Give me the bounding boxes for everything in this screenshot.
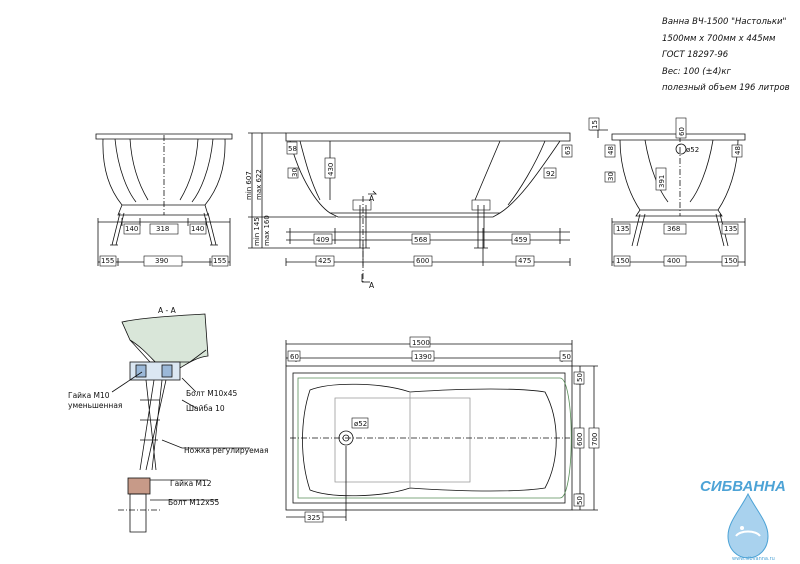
- label-washer: Шайба 10: [186, 404, 225, 413]
- dim-plan-50b: 50: [576, 496, 584, 505]
- dim-side-145: min 145: [253, 217, 261, 246]
- dim-side-58: 58: [288, 145, 297, 153]
- dim-side-568: 568: [414, 236, 427, 244]
- dim-side-92: 92: [546, 170, 555, 178]
- dim-end-52: ø52: [686, 146, 699, 154]
- dim-end-30: 30: [607, 172, 615, 181]
- label-bolt-m10: Болт М10х45: [186, 389, 238, 398]
- dim-plan-1390: 1390: [414, 353, 432, 361]
- dim-end-400: 400: [667, 257, 680, 265]
- dim-end-368: 368: [667, 225, 680, 233]
- dim-front-140b: 140: [191, 225, 204, 233]
- section-mark-bottom: A: [369, 281, 375, 290]
- dim-front-140a: 140: [125, 225, 138, 233]
- dim-end-48b: 48: [734, 146, 742, 155]
- logo-url: www.sibvanna.ru: [732, 556, 775, 562]
- dim-end-15: 15: [591, 120, 599, 129]
- label-leg: Ножка регулируемая: [184, 446, 269, 455]
- dim-front-155b: 155: [213, 257, 226, 265]
- dim-plan-1500: 1500: [412, 339, 430, 347]
- front-view: [95, 133, 233, 267]
- dim-side-600: 600: [416, 257, 429, 265]
- spec-title: Ванна ВЧ-1500 "Настольки": [662, 17, 787, 27]
- dim-side-425: 425: [318, 257, 331, 265]
- dim-end-391: 391: [658, 175, 666, 188]
- dim-end-48a: 48: [607, 146, 615, 155]
- spec-size: 1500мм х 700мм х 445мм: [662, 33, 776, 44]
- spec-volume: полезный объем 196 литров: [662, 83, 790, 93]
- label-bolt-m12: Болт М12х55: [168, 498, 220, 507]
- dim-plan-50a: 50: [576, 373, 584, 382]
- dim-front-318: 318: [156, 225, 169, 233]
- dim-front-390: 390: [155, 257, 168, 265]
- dim-side-622: max 622: [255, 169, 263, 200]
- label-nut-m10: Гайка М10: [68, 391, 110, 400]
- dim-plan-325: 325: [307, 514, 320, 522]
- plan-view: [285, 336, 600, 523]
- dim-side-430: 430: [327, 163, 335, 176]
- dim-side-63: 63: [564, 146, 572, 155]
- dim-side-160: max 160: [263, 215, 271, 246]
- water-drop-icon: [727, 492, 769, 559]
- dim-end-135a: 135: [616, 225, 629, 233]
- section-aa: [111, 313, 250, 533]
- spec-weight: Вес: 100 (±4)кг: [662, 66, 731, 77]
- dim-side-475: 475: [518, 257, 531, 265]
- spec-block: Ванна ВЧ-1500 "Настольки" 1500мм х 700мм…: [662, 14, 790, 97]
- dim-side-409: 409: [316, 236, 329, 244]
- dim-end-150b: 150: [724, 257, 737, 265]
- dim-side-459: 459: [514, 236, 527, 244]
- dim-side-607: min 607: [245, 171, 253, 200]
- dim-plan-50: 50: [562, 353, 571, 361]
- dim-plan-60: 60: [290, 353, 299, 361]
- side-view: [248, 132, 573, 283]
- dim-side-30: 30: [291, 168, 299, 177]
- dim-plan-52: ø52: [354, 420, 367, 428]
- end-view: [588, 117, 746, 267]
- spec-gost: ГОСТ 18297-96: [662, 50, 729, 60]
- logo-text: СИБВАННА: [700, 478, 786, 495]
- dim-front-155a: 155: [101, 257, 114, 265]
- logo: СИБВАННА www.sibvanna.ru: [700, 478, 786, 562]
- dim-end-60: 60: [678, 127, 686, 136]
- dim-plan-700: 700: [591, 433, 599, 446]
- section-mark-top: A: [369, 194, 375, 203]
- section-title: А - А: [158, 306, 177, 315]
- dim-plan-600: 600: [576, 433, 584, 446]
- dim-end-135b: 135: [724, 225, 737, 233]
- label-nut-m12: Гайка М12: [170, 479, 212, 488]
- label-nut-m10-reduced: уменьшенная: [68, 401, 122, 410]
- dim-end-150a: 150: [616, 257, 629, 265]
